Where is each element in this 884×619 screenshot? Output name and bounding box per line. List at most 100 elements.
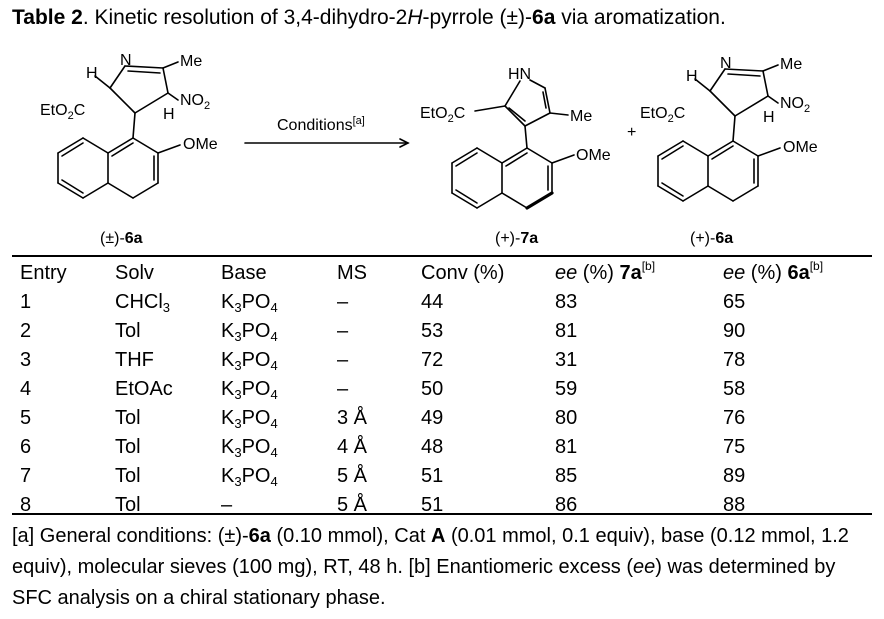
footnote-text: ) was determined by SFC analysis on a ch… — [12, 556, 836, 609]
atom-ome: OMe — [783, 139, 818, 156]
table-caption: Table 2. Kinetic resolution of 3,4-dihyd… — [12, 6, 726, 30]
base-sub: 4 — [270, 357, 278, 373]
cell-entry: 7 — [20, 464, 32, 487]
cell-ee-7a: 86 — [555, 493, 578, 516]
atom-no2-sub: 2 — [804, 103, 810, 115]
base-text: PO — [241, 348, 271, 371]
cell-ee-7a: 81 — [555, 319, 578, 342]
base-text: K — [221, 464, 235, 487]
col-header-entry: Entry — [20, 261, 67, 284]
sm-label-bold: 6a — [125, 230, 143, 247]
solvent-text: Tol — [115, 493, 141, 516]
ee-footnote-mark: [b] — [809, 258, 824, 273]
sm-label: (±)-6a — [100, 230, 143, 247]
cell-ms: – — [337, 319, 349, 342]
arrow-label: Conditions[a] — [277, 115, 365, 134]
base-text: – — [221, 493, 233, 516]
cell-ms: 5 Å — [337, 493, 368, 516]
cell-base: K3PO4 — [213, 374, 329, 403]
base-sub: 3 — [234, 328, 242, 344]
atom-me: Me — [780, 56, 802, 73]
cell-ee-7a: 85 — [555, 464, 578, 487]
base-text: PO — [241, 377, 271, 400]
cell-base: – — [213, 490, 329, 519]
base-text: PO — [241, 290, 271, 313]
atom-hn: HN — [508, 66, 531, 83]
cell-ee-7a: 83 — [555, 290, 578, 313]
cell-ee-6a: 78 — [723, 348, 746, 371]
results-table: Entry Solv Base MS Conv (%) ee (%) 7a[b]… — [12, 258, 872, 519]
atom-me: Me — [180, 53, 202, 70]
cell-ms: – — [337, 377, 349, 400]
ee-text: (%) — [745, 261, 788, 284]
atom-eto2c-b: C — [74, 102, 86, 119]
recovered-label: (+)-6a — [690, 230, 733, 247]
atom-eto2c-a: EtO — [420, 105, 448, 122]
cell-ee-6a: 76 — [723, 406, 746, 429]
arrow-label-sup: [a] — [353, 115, 365, 127]
cell-entry: 5 — [20, 406, 32, 429]
cell-ee-7a: 31 — [555, 348, 578, 371]
atom-no2-text: NO — [180, 92, 204, 109]
col-header-solv: Solv — [115, 261, 154, 284]
solvent-text: CHCl — [115, 290, 163, 313]
recovered-label-bold: 6a — [715, 230, 733, 247]
cell-entry: 6 — [20, 435, 32, 458]
solvent-text: Tol — [115, 464, 141, 487]
starting-material-structure — [57, 61, 181, 199]
caption-text: . Kinetic resolution of 3,4-dihydro-2 — [82, 6, 408, 29]
base-sub: 3 — [234, 473, 242, 489]
product-label: (+)-7a — [495, 230, 538, 247]
product-label-bold: 7a — [520, 230, 538, 247]
footnote-italic: ee — [633, 556, 656, 578]
base-text: PO — [241, 319, 271, 342]
cell-ee-6a: 90 — [723, 319, 746, 342]
footnote-bold: 6a — [248, 525, 271, 547]
col-header-ms: MS — [337, 261, 367, 284]
cell-ms: 3 Å — [337, 406, 368, 429]
atom-ome: OMe — [576, 147, 611, 164]
atom-eto2c: EtO2C — [40, 102, 85, 122]
ee-text: (%) — [577, 261, 620, 284]
cell-solvent: Tol — [107, 316, 213, 345]
base-text: K — [221, 377, 235, 400]
atom-me: Me — [570, 108, 592, 125]
cell-conv: 48 — [421, 435, 444, 458]
arrow-label-text: Conditions — [277, 117, 353, 134]
cell-solvent: Tol — [107, 403, 213, 432]
cell-solvent: Tol — [107, 432, 213, 461]
recovered-material-structure — [657, 64, 781, 202]
ee-compound: 7a — [619, 261, 642, 284]
atom-no2: NO2 — [780, 95, 810, 115]
solvent-text: Tol — [115, 319, 141, 342]
base-text: K — [221, 348, 235, 371]
atom-eto2c-a: EtO — [640, 105, 668, 122]
solvent-sub: 3 — [162, 299, 171, 315]
cell-entry: 2 — [20, 319, 32, 342]
base-sub: 4 — [270, 415, 278, 431]
atom-h: H — [163, 106, 175, 123]
atom-eto2c-b: C — [674, 105, 686, 122]
solvent-text: Tol — [115, 406, 141, 429]
cell-entry: 4 — [20, 377, 32, 400]
solvent-text: Tol — [115, 435, 141, 458]
cell-ee-6a: 58 — [723, 377, 746, 400]
atom-eto2c: EtO2C — [420, 105, 465, 125]
col-header-conv: Conv (%) — [421, 261, 505, 284]
cell-solvent: Tol — [107, 490, 213, 519]
ee-compound: 6a — [787, 261, 810, 284]
base-text: PO — [241, 435, 271, 458]
cell-base: K3PO4 — [213, 403, 329, 432]
cell-entry: 8 — [20, 493, 32, 516]
sm-label-prefix: (±)- — [100, 230, 125, 247]
base-text: PO — [241, 464, 271, 487]
cell-conv: 51 — [421, 493, 444, 516]
cell-base: K3PO4 — [213, 432, 329, 461]
plus-sign: + — [627, 124, 636, 141]
base-sub: 4 — [270, 473, 278, 489]
